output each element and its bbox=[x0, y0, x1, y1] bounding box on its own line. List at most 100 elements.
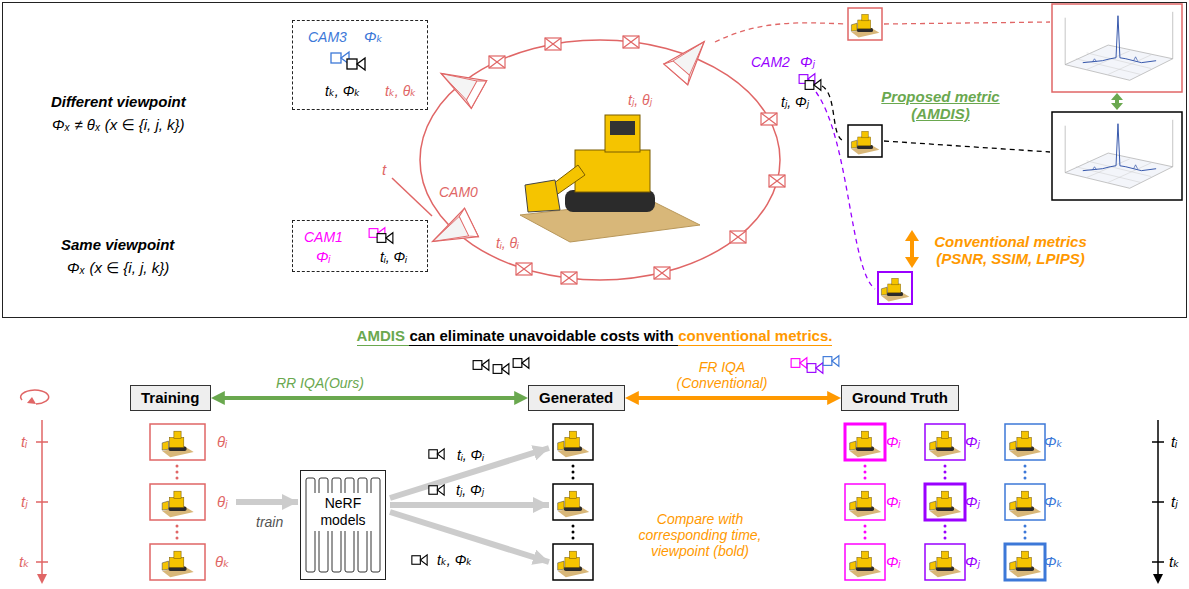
drawn-rect bbox=[561, 272, 577, 284]
label-text: tⱼ, Φⱼ bbox=[781, 94, 809, 110]
drawn-use bbox=[807, 363, 823, 374]
label-text: tⱼ, Φⱼ bbox=[456, 482, 484, 498]
node-text: Φₖ bbox=[364, 28, 383, 45]
drawn-use bbox=[426, 208, 479, 255]
drawn-polygon bbox=[27, 397, 36, 404]
label-text: Same viewpoint bbox=[61, 236, 174, 253]
drawn-use bbox=[847, 484, 883, 520]
drawn-path bbox=[884, 141, 1050, 152]
drawn-circle bbox=[1024, 477, 1027, 480]
drawn-g bbox=[176, 465, 179, 540]
drawn-use bbox=[927, 484, 963, 520]
drawn-path bbox=[822, 86, 845, 141]
drawn-rect bbox=[553, 544, 593, 580]
drawn-circle bbox=[944, 525, 947, 528]
drawn-rect bbox=[848, 125, 882, 157]
drawn-path bbox=[623, 36, 639, 48]
label-text: Φₖ bbox=[1044, 553, 1063, 570]
drawn-rect bbox=[845, 484, 885, 520]
drawn-use bbox=[849, 125, 881, 157]
drawn-rect bbox=[845, 424, 885, 460]
drawn-use bbox=[513, 358, 529, 369]
ground-truth-grid bbox=[791, 356, 1164, 584]
edge-label: FR IQA (Conventional) bbox=[665, 359, 779, 391]
connector bbox=[222, 396, 517, 400]
drawn-g bbox=[623, 36, 639, 48]
node-text: tᵢ, Φᵢ bbox=[380, 249, 407, 265]
drawn-ellipse bbox=[420, 40, 780, 280]
label-text: Different viewpoint bbox=[51, 93, 186, 110]
drawn-g bbox=[761, 113, 777, 125]
headline-part: can eliminate unavoidable costs with bbox=[409, 328, 678, 346]
drawn-use bbox=[429, 485, 444, 495]
drawn-path bbox=[21, 390, 49, 404]
label-text: Φⱼ bbox=[800, 53, 815, 70]
drawn-circle bbox=[176, 477, 179, 480]
drawn-g bbox=[572, 465, 575, 540]
drawn-rect bbox=[553, 484, 593, 520]
label-text: Φₖ bbox=[1044, 433, 1063, 450]
drawn-path bbox=[730, 231, 746, 243]
drawn-circle bbox=[1024, 525, 1027, 528]
node-text: Training bbox=[141, 389, 200, 407]
bulldozer-model bbox=[520, 115, 700, 242]
drawn-g bbox=[730, 231, 746, 243]
drawn-line bbox=[390, 448, 549, 498]
drawn-path bbox=[884, 22, 1050, 24]
camera-icons bbox=[331, 52, 821, 243]
drawn-circle bbox=[944, 531, 947, 534]
drawn-line bbox=[392, 178, 432, 216]
label-text: tⱼ, θⱼ bbox=[628, 92, 652, 108]
label-text: tₖ, Φₖ bbox=[437, 552, 472, 568]
drawn-use bbox=[433, 60, 486, 109]
drawn-circle bbox=[864, 465, 867, 468]
drawn-use bbox=[805, 80, 821, 91]
drawn-circle bbox=[944, 471, 947, 474]
drawn-rect bbox=[1052, 112, 1182, 200]
drawn-g bbox=[489, 56, 505, 68]
drawn-path bbox=[561, 272, 577, 284]
drawn-rect bbox=[1005, 544, 1045, 580]
viewpoint-group: CAM1Φᵢtᵢ, Φᵢ bbox=[292, 220, 428, 272]
drawn-use bbox=[377, 233, 393, 244]
node-text: tₖ, θₖ bbox=[385, 83, 416, 99]
drawn-rect bbox=[553, 424, 593, 460]
drawn-rect bbox=[1005, 484, 1045, 520]
drawn-circle bbox=[572, 531, 575, 534]
label-text: Φₖ bbox=[1044, 493, 1063, 510]
drawn-polygon bbox=[1111, 93, 1123, 100]
drawn-circle bbox=[572, 477, 575, 480]
drawn-path bbox=[816, 92, 875, 289]
drawn-use bbox=[160, 544, 196, 580]
drawn-polygon bbox=[905, 230, 919, 241]
drawn-use bbox=[847, 424, 883, 460]
node-text: Ground Truth bbox=[852, 389, 948, 407]
label-text: Φⱼ bbox=[965, 433, 980, 450]
label-text: Φᵢ bbox=[886, 433, 900, 450]
label-text: Φⱼ bbox=[965, 553, 980, 570]
drawn-circle bbox=[1024, 465, 1027, 468]
nerf-layers bbox=[306, 478, 380, 572]
node-text: Φᵢ bbox=[316, 248, 330, 265]
drawn-g bbox=[769, 175, 785, 187]
drawn-g bbox=[545, 38, 561, 50]
drawn-g bbox=[845, 424, 1045, 580]
drawn-path bbox=[1152, 442, 1164, 562]
connector bbox=[636, 396, 830, 400]
drawn-circle bbox=[944, 477, 947, 480]
drawn-rect bbox=[925, 544, 965, 580]
drawn-path bbox=[715, 23, 845, 42]
drawn-circle bbox=[944, 465, 947, 468]
drawn-line bbox=[236, 499, 298, 505]
model-box: NeRF models bbox=[300, 470, 386, 580]
drawn-circle bbox=[572, 537, 575, 540]
drawn-circle bbox=[176, 531, 179, 534]
drawn-use bbox=[555, 544, 591, 580]
drawn-g bbox=[654, 267, 670, 279]
label-text: tⱼ bbox=[1171, 493, 1178, 510]
drawn-rect bbox=[623, 36, 639, 48]
label-text: Φₓ ≠ θₓ (x ∈ {i, j, k}) bbox=[52, 116, 185, 133]
drawn-rect bbox=[848, 8, 882, 40]
